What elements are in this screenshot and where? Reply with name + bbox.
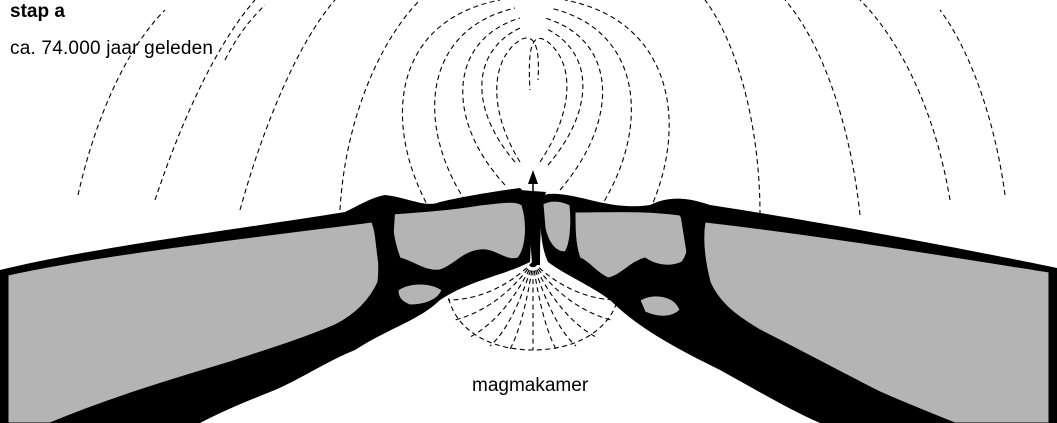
chamber-ray-5 — [510, 262, 533, 349]
time-caption: ca. 74.000 jaar geleden — [10, 38, 213, 60]
field-line-right-7 — [785, 0, 860, 215]
field-line-left-2 — [482, 28, 520, 162]
field-line-left-8 — [155, 0, 255, 200]
field-line-right-3 — [545, 18, 603, 190]
field-line-right-6 — [705, 0, 760, 215]
eruption-field-lines — [78, 0, 1005, 215]
field-line-left-3 — [463, 18, 520, 185]
field-line-left-1 — [497, 38, 539, 162]
magma-chamber-label: magmakamer — [472, 375, 588, 397]
field-line-left-7 — [240, 0, 335, 210]
left-caldera-block — [0, 188, 531, 423]
eruption-arrow-head — [528, 170, 538, 184]
stage-title: stap a — [10, 1, 65, 23]
right-caldera-block — [541, 194, 1057, 423]
chamber-ray-7 — [533, 262, 556, 349]
field-line-right-9 — [940, 10, 1005, 195]
field-line-right-1 — [529, 38, 567, 162]
field-line-left-10 — [225, 5, 265, 60]
field-line-right-8 — [860, 0, 950, 200]
field-line-right-4 — [550, 8, 631, 208]
field-line-left-5 — [402, 0, 500, 210]
field-line-left-4 — [435, 8, 515, 208]
field-line-left-6 — [340, 0, 420, 210]
